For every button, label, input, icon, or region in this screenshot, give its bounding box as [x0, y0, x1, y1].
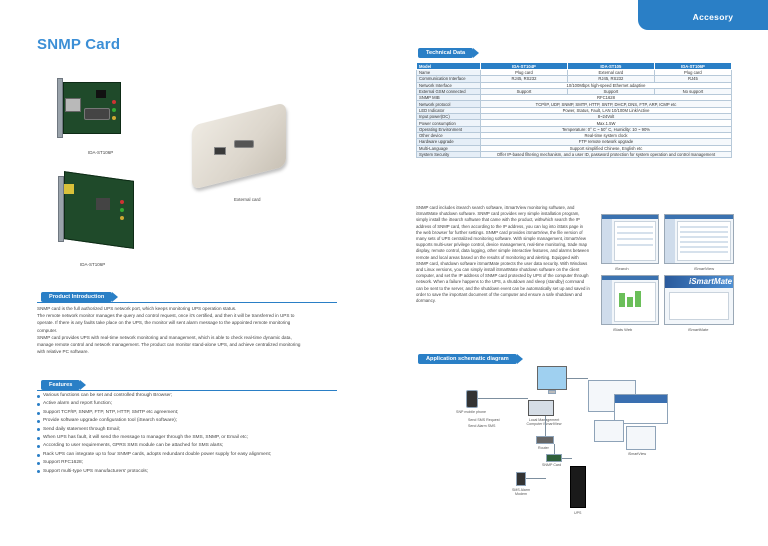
- screenshot-ismartview: [664, 214, 734, 264]
- diagram-screenshot-small-1: [594, 420, 624, 442]
- spec-row-value: Max.1.5W: [480, 119, 732, 127]
- intro-line: The remote network monitor manages the q…: [37, 313, 295, 319]
- feature-item: When UPS has fault, it will send the mes…: [37, 434, 337, 442]
- spec-table-row: Input power(DC)8~24Volt: [416, 113, 732, 121]
- serial-port-icon: [234, 140, 254, 148]
- mobile-label: SNP mobile phone: [456, 410, 486, 414]
- spec-row-value: 10/100Mbps high-speed Ethernet adaptive: [480, 81, 732, 89]
- laptop-icon: [528, 400, 554, 416]
- screenshot-isearch: [601, 214, 659, 264]
- feature-item: Send daily statement through Email;: [37, 426, 337, 434]
- spec-row-label: External GSM connected: [416, 87, 481, 96]
- external-card-label: External card: [234, 197, 261, 202]
- page-title: SNMP Card: [37, 36, 121, 53]
- spec-row-value: Offer IP-based filtering mechanism, and …: [480, 150, 732, 159]
- snmp-label: SNMP Card: [542, 463, 562, 467]
- connector-line: [545, 416, 546, 436]
- sms-request-label: Send SMS Request: [468, 418, 500, 422]
- col-header-st106p: IDA-ST106P: [653, 62, 733, 70]
- monitor-icon: [537, 366, 567, 390]
- sms-alarm-label: Send Alarm SMS: [468, 424, 496, 428]
- spec-row-value: Plug card: [653, 68, 733, 77]
- mobile-phone-icon: [466, 390, 478, 408]
- snmp-card-icon: [546, 454, 562, 462]
- spec-table: Model IDA-ST104P IDA-ST105 IDA-ST106P Na…: [416, 62, 733, 159]
- ups-label: UPS: [574, 511, 582, 515]
- connector-line: [478, 398, 528, 399]
- intro-line: operate. If there is any faults take pla…: [37, 320, 291, 326]
- feature-item: Active alarm and report function;: [37, 400, 337, 408]
- col-header-st105: IDA-ST105: [566, 62, 655, 70]
- spec-row-value: Power, Status, Fault, LAN 10/100M Link/A…: [480, 106, 732, 115]
- connector-line: [567, 378, 588, 379]
- caption-isearch: iSearch: [615, 266, 629, 271]
- feature-item: Support TCP/IP, SNMP, FTP, NTP, HTTP, SM…: [37, 409, 337, 417]
- pc-label: Local Management Computer iSmartView: [526, 418, 562, 427]
- caption-ismartmate: iSmartMate: [688, 327, 709, 332]
- ups-icon: [570, 466, 586, 508]
- col-header-model: Model: [416, 62, 481, 70]
- intro-line: computer.: [37, 327, 58, 333]
- spec-table-header-row: Model IDA-ST104P IDA-ST105 IDA-ST106P: [416, 62, 733, 70]
- connector-line: [562, 458, 572, 459]
- section-features: Features: [41, 380, 87, 390]
- screenshot-ismartmate: iSmartMate: [664, 275, 734, 325]
- gsm-modem-icon: [516, 472, 526, 486]
- software-description: SNMP card includes iSearch search softwa…: [416, 205, 590, 304]
- features-list: Various functions can be set and control…: [37, 392, 337, 476]
- intro-line: SNMP card provides UPS with real-time ne…: [37, 334, 292, 340]
- ethernet-port-icon: [214, 147, 226, 155]
- product-intro-text: SNMP card is the full authorized UPS net…: [37, 305, 357, 355]
- divider: [37, 302, 337, 303]
- diagram-screenshot-ismartmate: [614, 394, 668, 424]
- intro-line: SNMP card is the full authorized UPS net…: [37, 306, 237, 311]
- card-bottom-label: IDA-ST106P: [80, 262, 106, 267]
- ismartmate-logo: iSmartMate: [689, 277, 733, 286]
- spec-row-value: No support: [653, 87, 733, 96]
- router-label: Router: [538, 446, 549, 450]
- connector-line: [554, 444, 555, 454]
- feature-item: Provide software upgrade configuration t…: [37, 417, 337, 425]
- col-header-st104p: IDA-ST104P: [480, 62, 568, 70]
- feature-item: According to user requirements, GPRS SMS…: [37, 442, 337, 450]
- caption-istats-web: iStats Web: [613, 327, 633, 332]
- accessory-tab-label: Accesory: [692, 12, 734, 22]
- router-icon: [536, 436, 554, 444]
- spec-row-value: TCP/IP, UDP, SNMP, SMTP, HTTP, SNTP, DHC…: [480, 100, 732, 108]
- ismartview-label: iSmartView: [628, 452, 647, 456]
- spec-row-label: System Security: [416, 150, 481, 159]
- spec-row-label: Name: [416, 68, 481, 77]
- accessory-tab: Accesory: [638, 0, 768, 30]
- spec-row-value: RFC1628: [480, 94, 732, 102]
- connector-line: [526, 478, 546, 479]
- intro-line: manage remote control and network manage…: [37, 342, 301, 348]
- feature-item: Support RFC1628;: [37, 459, 337, 467]
- feature-item: Support multi-type UPS manufacturers' pr…: [37, 468, 337, 476]
- divider: [37, 390, 337, 391]
- section-product-introduction: Product Introduction: [41, 292, 119, 302]
- monitor-stand-icon: [548, 390, 556, 394]
- section-application-diagram: Application schematic diagram: [418, 354, 523, 364]
- gsm-label: SMS Alarm Modem: [512, 488, 530, 497]
- feature-item: Rack UPS can integrate up to four SNMP c…: [37, 451, 337, 459]
- spec-row-value: RJ45: [653, 75, 733, 83]
- spec-row-label: Communication Interface: [416, 75, 481, 83]
- section-technical-data: Technical Data: [418, 48, 480, 58]
- feature-item: Various functions can be set and control…: [37, 392, 337, 400]
- intro-line: with relative PC software.: [37, 349, 89, 355]
- diagram-screenshot-small-2: [626, 426, 656, 450]
- card-top-label: IDA-ST106P: [88, 150, 114, 155]
- caption-ismartview: iSmartView: [694, 266, 715, 271]
- screenshot-istats-web: [601, 275, 659, 325]
- spec-row-value: 8~24Volt: [480, 113, 732, 121]
